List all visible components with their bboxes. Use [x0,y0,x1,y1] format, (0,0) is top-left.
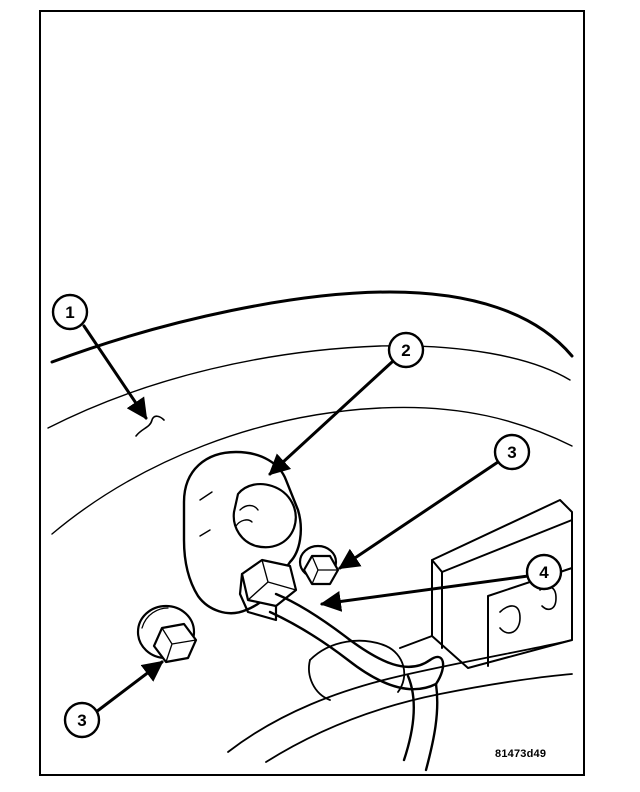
rotor-outer-edge [50,290,574,364]
hub-face-arc [51,406,573,535]
callout-4: 4 [525,553,563,591]
leader-arrow-2 [268,360,394,476]
sensor-cable [268,592,445,772]
callout-2: 2 [387,331,425,369]
callout-3-upper: 3 [493,433,531,471]
figure-id-label: 81473d49 [495,748,547,760]
leader-arrow-1 [82,324,148,420]
callout-3-lower-number: 3 [77,711,86,730]
squiggle-mark [135,415,165,437]
callout-1: 1 [51,293,89,331]
cable-hex-fitting [238,558,298,622]
leader-arrow-4 [319,574,530,612]
leader-arrow-3-lower [94,660,164,714]
callout-3-lower: 3 [63,701,101,739]
leader-arrow-3-upper [338,460,500,570]
callout-4-number: 4 [539,563,549,582]
callout-2-number: 2 [401,341,410,360]
mounting-bolt-lower [136,604,198,664]
mounting-bolt-upper [298,544,340,586]
rotor-inner-arc [47,345,571,429]
callout-1-number: 1 [65,303,74,322]
lower-arm [227,639,573,763]
callout-3-upper-number: 3 [507,443,516,462]
